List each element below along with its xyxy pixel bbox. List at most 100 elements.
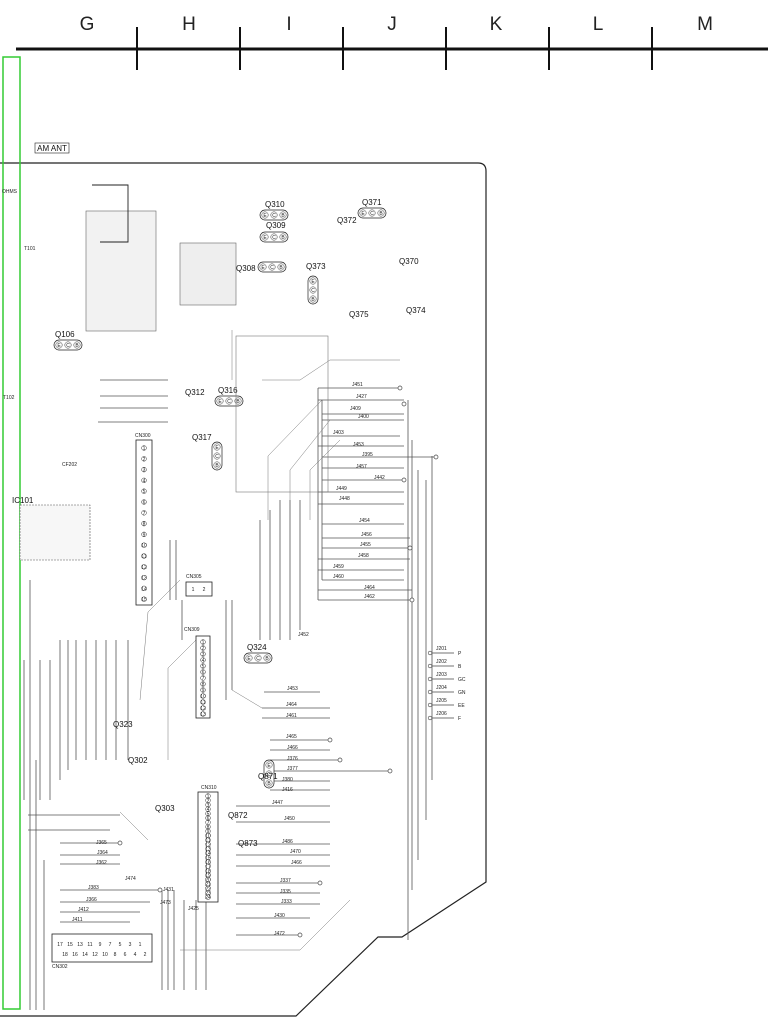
svg-text:B: B [75,343,79,349]
label-q309: Q309 [266,221,286,230]
svg-text:B: B [215,463,219,469]
svg-text:E: E [267,763,271,769]
svg-text:6: 6 [143,500,146,506]
jumper-label: J366 [86,897,97,903]
connector-pin [141,564,147,570]
label-q310: Q310 [265,200,285,209]
svg-text:9: 9 [207,829,210,835]
svg-text:GN: GN [458,690,466,696]
svg-text:F: F [458,716,461,722]
svg-text:C: C [311,288,315,294]
jumper-label: J400 [358,414,369,420]
svg-text:12: 12 [92,952,98,958]
svg-text:10: 10 [102,952,108,958]
label-t101: T101 [24,246,36,252]
svg-text:6: 6 [202,670,205,676]
svg-text:5: 5 [202,664,205,670]
svg-text:22: 22 [205,886,211,892]
connector-pin [200,663,206,669]
svg-text:4: 4 [207,807,210,813]
label-cf202: CF202 [62,462,77,468]
label-cn300: CN300 [135,433,151,439]
label-q317: Q317 [192,433,212,442]
svg-text:14: 14 [82,952,88,958]
connector-pin [200,711,206,717]
label-q373: Q373 [306,262,326,271]
connector-pin [200,645,206,651]
label-cn302: CN302 [52,964,68,970]
svg-text:J203: J203 [436,672,447,678]
jumper-label: J337 [280,878,291,884]
svg-text:3: 3 [207,803,210,809]
svg-text:1: 1 [202,640,205,646]
svg-text:14: 14 [141,586,147,592]
jumper-label: J430 [274,913,285,919]
label-cn309: CN309 [184,627,200,633]
svg-text:12: 12 [200,706,206,712]
jumper-label: J473 [160,900,171,906]
connector-pin [141,520,147,527]
svg-text:11: 11 [200,700,205,706]
connector-pin [200,651,206,657]
svg-text:J206: J206 [436,711,447,717]
svg-text:B: B [458,664,462,670]
jumper-label: J412 [78,907,89,913]
jumper-label: J403 [333,430,344,436]
connector-pin [141,488,147,494]
connector-pin [200,669,206,675]
label-q372: Q372 [337,216,357,225]
jumper-label: J411 [72,917,83,923]
svg-text:C: C [272,213,276,219]
jumper-label: J377 [287,766,298,772]
svg-text:7: 7 [109,942,112,948]
connector-pin [141,456,147,462]
connector-pin [141,499,147,505]
component-labels: Q310 Q309 Q308 Q371 Q372 Q373 Q370 Q375 … [2,189,426,970]
svg-text:E: E [218,399,222,405]
svg-text:11: 11 [87,942,92,948]
jumper-label: J442 [374,475,385,481]
jumper-label: J460 [333,574,344,580]
connector-pin [141,445,147,451]
svg-text:GC: GC [458,677,466,683]
connector-pin [141,531,147,538]
jumper-label: J376 [287,756,298,762]
jumper-label: J459 [333,564,344,570]
svg-text:18: 18 [62,952,68,958]
svg-text:14: 14 [205,851,211,857]
label-t102: T102 [3,395,15,401]
svg-text:C: C [256,656,260,662]
svg-text:B: B [281,213,285,219]
jumper-label: J416 [282,787,293,793]
svg-text:9: 9 [143,532,146,538]
jumper-label: J464 [286,702,297,708]
svg-text:B: B [267,781,271,787]
jumper-labels-lower: J452J453J464J461J465J466J376J377J380J416… [272,632,309,937]
svg-text:13: 13 [200,712,206,718]
connector-pin [141,553,147,559]
svg-text:19: 19 [205,873,211,879]
zone-label-k: K [490,14,503,35]
label-cn305: CN305 [186,574,202,580]
svg-text:10: 10 [141,543,147,549]
svg-text:AM ANT: AM ANT [37,144,67,153]
svg-text:2: 2 [143,457,146,463]
jumper-label: J457 [356,464,367,470]
central-chip-area [179,242,329,493]
jumper-label: J447 [272,800,283,806]
jumper-label: J383 [88,885,99,891]
connector-pin [141,574,147,581]
connector-pin [200,699,206,705]
jumper-label: J362 [96,860,107,866]
svg-text:C: C [270,265,274,271]
svg-text:21: 21 [205,882,211,888]
zone-label-j: J [387,14,397,35]
jumper-label: J474 [125,876,136,882]
jumper-label: J454 [359,518,370,524]
